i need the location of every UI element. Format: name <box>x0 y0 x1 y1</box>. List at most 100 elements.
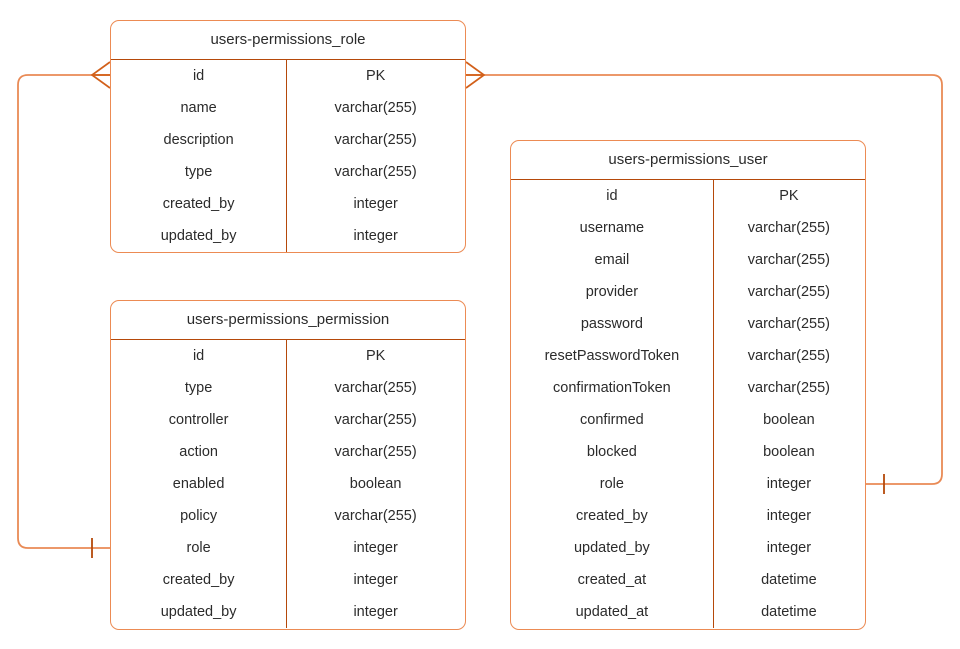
field-type: datetime <box>761 604 817 620</box>
field-row[interactable]: created_by integer <box>511 500 865 532</box>
field-type: varchar(255) <box>747 348 830 364</box>
field-name: created_by <box>162 196 235 212</box>
field-type: integer <box>353 604 398 620</box>
field-row[interactable]: updated_by integer <box>111 220 465 252</box>
relationship-line-role-to-permission <box>17 74 110 549</box>
field-type: varchar(255) <box>334 164 417 180</box>
field-name: created_at <box>577 572 647 588</box>
field-type: PK <box>365 348 386 364</box>
entity-fields: id PK username varchar(255) email varcha… <box>511 180 865 628</box>
field-type: integer <box>353 572 398 588</box>
column-divider <box>712 180 714 628</box>
field-name: policy <box>180 508 218 524</box>
field-row[interactable]: password varchar(255) <box>511 308 865 340</box>
field-name: controller <box>168 412 229 428</box>
field-row[interactable]: enabled boolean <box>111 468 465 500</box>
field-name: name <box>180 100 217 116</box>
field-row[interactable]: role integer <box>511 468 865 500</box>
entity-fields: id PK type varchar(255) controller varch… <box>111 340 465 628</box>
field-row[interactable]: controller varchar(255) <box>111 404 465 436</box>
field-row[interactable]: description varchar(255) <box>111 124 465 156</box>
field-type: varchar(255) <box>747 220 830 236</box>
field-name: provider <box>585 284 639 300</box>
field-type: boolean <box>349 476 402 492</box>
field-type: varchar(255) <box>747 284 830 300</box>
field-type: integer <box>353 196 398 212</box>
field-type: varchar(255) <box>747 252 830 268</box>
field-name: confirmed <box>580 412 644 428</box>
entity-title: users-permissions_role <box>111 21 465 60</box>
field-row[interactable]: created_at datetime <box>511 564 865 596</box>
field-row[interactable]: updated_at datetime <box>511 596 865 628</box>
field-row[interactable]: name varchar(255) <box>111 92 465 124</box>
field-type: integer <box>766 476 812 492</box>
field-type: boolean <box>763 444 815 460</box>
field-row[interactable]: id PK <box>511 180 865 212</box>
field-type: datetime <box>761 572 817 588</box>
field-row[interactable]: resetPasswordToken varchar(255) <box>511 340 865 372</box>
field-name: created_by <box>162 572 235 588</box>
field-name: created_by <box>576 508 648 524</box>
entity-users-permissions-role[interactable]: users-permissions_role id PK name varcha… <box>110 20 466 253</box>
field-name: role <box>186 540 211 556</box>
field-name: type <box>184 380 213 396</box>
field-row[interactable]: role integer <box>111 532 465 564</box>
entity-fields: id PK name varchar(255) description varc… <box>111 60 465 252</box>
field-row[interactable]: created_by integer <box>111 188 465 220</box>
field-name: updated_by <box>573 540 650 556</box>
field-name: password <box>580 316 643 332</box>
field-type: varchar(255) <box>334 444 417 460</box>
field-type: PK <box>779 188 799 204</box>
entity-users-permissions-user[interactable]: users-permissions_user id PK username va… <box>510 140 866 630</box>
field-type: PK <box>365 68 386 84</box>
field-name: id <box>192 348 205 364</box>
field-type: varchar(255) <box>334 412 417 428</box>
field-row[interactable]: email varchar(255) <box>511 244 865 276</box>
entity-title: users-permissions_permission <box>111 301 465 340</box>
entity-users-permissions-permission[interactable]: users-permissions_permission id PK type … <box>110 300 466 630</box>
field-type: varchar(255) <box>334 508 417 524</box>
field-type: varchar(255) <box>747 316 830 332</box>
entity-title: users-permissions_user <box>511 141 865 180</box>
field-name: role <box>599 476 624 492</box>
field-name: type <box>184 164 213 180</box>
field-name: blocked <box>586 444 637 460</box>
crowsfoot-many-right-icon <box>465 61 486 89</box>
field-row[interactable]: type varchar(255) <box>111 156 465 188</box>
field-row[interactable]: id PK <box>111 60 465 92</box>
field-type: integer <box>766 508 812 524</box>
field-name: updated_by <box>160 604 237 620</box>
field-type: varchar(255) <box>747 380 830 396</box>
field-type: varchar(255) <box>334 380 417 396</box>
field-name: id <box>606 188 618 204</box>
field-name: username <box>579 220 645 236</box>
field-name: description <box>163 132 234 148</box>
field-type: integer <box>353 540 398 556</box>
field-row[interactable]: username varchar(255) <box>511 212 865 244</box>
field-row[interactable]: created_by integer <box>111 564 465 596</box>
field-type: varchar(255) <box>334 132 417 148</box>
field-name: resetPasswordToken <box>544 348 680 364</box>
field-name: confirmationToken <box>553 380 671 396</box>
column-divider <box>286 60 288 252</box>
field-row[interactable]: updated_by integer <box>111 596 465 628</box>
field-row[interactable]: provider varchar(255) <box>511 276 865 308</box>
field-type: integer <box>766 540 812 556</box>
crowsfoot-many-left-icon <box>90 61 111 89</box>
field-row[interactable]: confirmed boolean <box>511 404 865 436</box>
field-row[interactable]: action varchar(255) <box>111 436 465 468</box>
column-divider <box>286 340 288 628</box>
field-name: action <box>179 444 218 460</box>
field-name: enabled <box>172 476 225 492</box>
field-name: id <box>192 68 205 84</box>
field-row[interactable]: type varchar(255) <box>111 372 465 404</box>
field-name: email <box>594 252 630 268</box>
field-name: updated_by <box>160 228 237 244</box>
field-row[interactable]: id PK <box>111 340 465 372</box>
field-row[interactable]: updated_by integer <box>511 532 865 564</box>
field-row[interactable]: blocked boolean <box>511 436 865 468</box>
field-type: varchar(255) <box>334 100 417 116</box>
field-row[interactable]: confirmationToken varchar(255) <box>511 372 865 404</box>
field-row[interactable]: policy varchar(255) <box>111 500 465 532</box>
